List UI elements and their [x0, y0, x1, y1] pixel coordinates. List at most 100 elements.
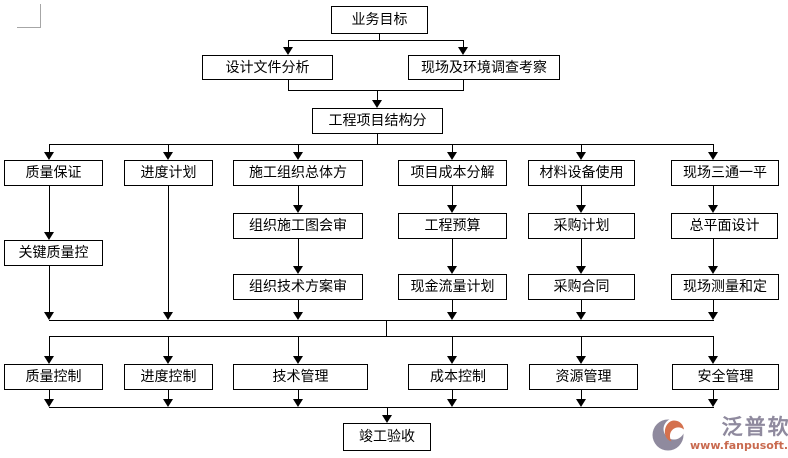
flow-line	[298, 300, 299, 313]
flow-line	[49, 266, 50, 313]
node-key-quality-control: 关键质量控	[4, 240, 103, 266]
arrow-down-icon	[447, 266, 457, 274]
flow-line	[452, 144, 453, 153]
flow-line	[463, 80, 464, 90]
arrow-down-icon	[447, 356, 457, 364]
flow-line	[452, 300, 453, 313]
flow-line	[581, 300, 582, 313]
node-procurement-contract: 采购合同	[528, 274, 635, 300]
arrow-down-icon	[708, 399, 718, 407]
flow-line	[387, 407, 388, 416]
flow-line	[168, 144, 169, 153]
arrow-down-icon	[44, 232, 54, 240]
arrow-down-icon	[708, 266, 718, 274]
node-project-cost-breakdown: 项目成本分解	[398, 160, 507, 186]
node-technology-management: 技术管理	[233, 364, 368, 390]
flow-line	[452, 186, 453, 206]
arrow-down-icon	[44, 399, 54, 407]
node-completion-acceptance: 竣工验收	[343, 423, 431, 451]
flow-line	[49, 320, 714, 321]
flow-line	[452, 336, 453, 357]
flow-line	[298, 186, 299, 206]
arrow-down-icon	[163, 356, 173, 364]
arrow-down-icon	[293, 152, 303, 160]
logo-brand-text: 泛普软件	[721, 414, 788, 439]
flow-line	[49, 186, 50, 233]
arrow-down-icon	[708, 312, 718, 320]
arrow-down-icon	[163, 152, 173, 160]
arrow-down-icon	[576, 152, 586, 160]
node-tech-plan-review: 组织技术方案审	[233, 274, 363, 300]
flow-line	[581, 239, 582, 267]
flow-line	[49, 336, 714, 337]
arrow-down-icon	[576, 399, 586, 407]
arrow-down-icon	[44, 312, 54, 320]
arrow-down-icon	[283, 47, 293, 55]
flow-line	[49, 144, 50, 153]
arrow-down-icon	[293, 312, 303, 320]
flow-line	[713, 144, 714, 153]
arrow-down-icon	[382, 415, 392, 423]
node-cash-flow-plan: 现金流量计划	[398, 274, 507, 300]
flow-line	[581, 144, 582, 153]
arrow-down-icon	[293, 266, 303, 274]
logo-text-block: 泛普软件 www.fanpusoft.com	[690, 414, 788, 452]
arrow-down-icon	[293, 356, 303, 364]
arrow-down-icon	[576, 266, 586, 274]
node-schedule-plan: 进度计划	[124, 160, 213, 186]
flow-line	[452, 390, 453, 400]
flow-line	[298, 336, 299, 357]
arrow-down-icon	[163, 399, 173, 407]
arrow-down-icon	[458, 47, 468, 55]
arrow-down-icon	[44, 152, 54, 160]
arrow-down-icon	[708, 356, 718, 364]
node-project-budget: 工程预算	[398, 213, 507, 239]
arrow-down-icon	[708, 152, 718, 160]
flow-line	[298, 239, 299, 267]
flow-line	[713, 336, 714, 357]
flow-line	[288, 80, 289, 90]
flow-line	[713, 239, 714, 267]
page-margin-mark	[17, 27, 41, 28]
fanpu-logo-icon	[652, 418, 685, 451]
arrow-down-icon	[576, 205, 586, 213]
node-quality-assurance: 质量保证	[4, 160, 103, 186]
arrow-down-icon	[293, 205, 303, 213]
arrow-down-icon	[447, 399, 457, 407]
flow-line	[581, 186, 582, 206]
flow-line	[379, 34, 380, 41]
node-general-layout-design: 总平面设计	[671, 213, 778, 239]
flow-line	[713, 186, 714, 206]
node-business-goal: 业务目标	[331, 6, 428, 34]
flow-line	[581, 336, 582, 357]
flow-line	[386, 320, 387, 336]
flow-line	[288, 90, 464, 91]
flow-line	[713, 300, 714, 313]
arrow-down-icon	[576, 312, 586, 320]
arrow-down-icon	[44, 356, 54, 364]
node-material-equipment-use: 材料设备使用	[528, 160, 635, 186]
node-drawing-joint-review: 组织施工图会审	[233, 213, 363, 239]
arrow-down-icon	[708, 205, 718, 213]
node-site-three-supply-one-level: 现场三通一平	[671, 160, 779, 186]
arrow-down-icon	[447, 312, 457, 320]
node-cost-control: 成本控制	[408, 364, 508, 390]
flow-line	[377, 90, 378, 101]
node-safety-management: 安全管理	[672, 364, 779, 390]
flow-line	[49, 390, 50, 400]
node-site-environment-survey: 现场及环境调查考察	[408, 55, 560, 80]
flow-line	[581, 390, 582, 400]
node-construction-org-overall-plan: 施工组织总体方	[233, 160, 363, 186]
arrow-down-icon	[163, 312, 173, 320]
flow-line	[463, 40, 464, 48]
arrow-down-icon	[447, 205, 457, 213]
arrow-down-icon	[447, 152, 457, 160]
flow-line	[49, 144, 714, 145]
fanpu-logo: 泛普软件 www.fanpusoft.com	[651, 411, 788, 457]
flow-line	[168, 336, 169, 357]
node-resource-management: 资源管理	[529, 364, 638, 390]
flow-line	[298, 390, 299, 400]
logo-url-text: www.fanpusoft.com	[690, 439, 788, 452]
flow-line	[49, 336, 50, 357]
